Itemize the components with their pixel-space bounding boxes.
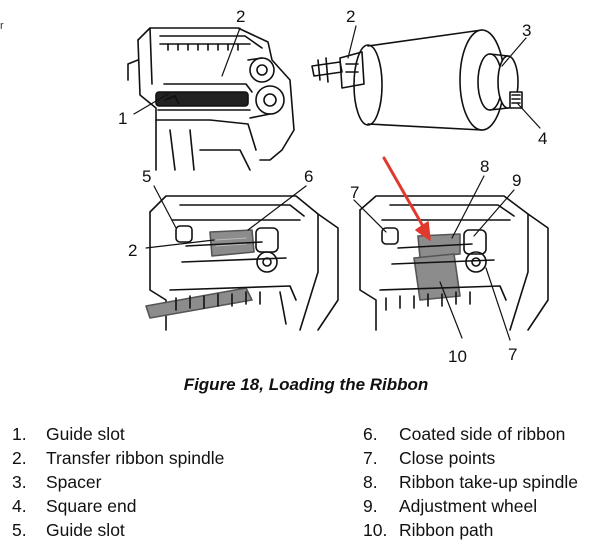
legend-text: Adjustment wheel (399, 496, 538, 516)
callout-7-right: 7 (508, 345, 517, 364)
callout-5: 5 (142, 167, 151, 186)
legend-item-8: 8. Ribbon take-up spindle (363, 471, 578, 493)
legend-number: 10. (363, 520, 388, 540)
printer-ribbon-path-illustration-bottom-right (359, 195, 549, 331)
legend-number: 5. (12, 520, 27, 540)
legend-item-5: 5. Guide slot (12, 519, 125, 541)
legend-number: 2. (12, 448, 27, 468)
ribbon-spindle-illustration-top-right (311, 29, 523, 131)
callout-leader-lines (133, 25, 541, 341)
legend-text: Coated side of ribbon (399, 424, 566, 444)
callout-2-top-right: 2 (346, 7, 355, 26)
callout-2-top-left: 2 (236, 7, 245, 26)
legend-item-9: 9. Adjustment wheel (363, 495, 537, 517)
callout-3: 3 (522, 21, 531, 40)
legend-text: Ribbon take-up spindle (399, 472, 579, 492)
legend-number: 3. (12, 472, 27, 492)
stray-mark: r (0, 20, 4, 32)
legend-number: 6. (363, 424, 378, 444)
legend-text: Ribbon path (399, 520, 494, 540)
legend-text: Transfer ribbon spindle (46, 448, 225, 468)
ribbon-loading-figure: 2 1 2 3 4 5 6 2 7 8 9 10 7 (118, 7, 549, 366)
legend-number: 7. (363, 448, 378, 468)
legend-item-1: 1. Guide slot (12, 423, 125, 445)
callout-9: 9 (512, 171, 521, 190)
printer-ribbon-loaded-illustration-bottom-left (145, 195, 339, 331)
legend-number: 1. (12, 424, 27, 444)
figure-caption: Figure 18, Loading the Ribbon (183, 375, 429, 394)
legend-text: Close points (399, 448, 496, 468)
callout-10: 10 (448, 347, 467, 366)
legend-item-3: 3. Spacer (12, 471, 101, 493)
legend-number: 9. (363, 496, 378, 516)
callout-7-left: 7 (350, 183, 359, 202)
callout-2-bottom-left: 2 (128, 241, 137, 260)
callout-1: 1 (118, 109, 127, 128)
legend-item-4: 4. Square end (12, 495, 137, 517)
legend-text: Square end (46, 496, 137, 516)
legend-text: Spacer (46, 472, 102, 492)
legend-item-2: 2. Transfer ribbon spindle (12, 447, 224, 469)
legend-item-10: 10. Ribbon path (363, 519, 493, 541)
printer-mechanism-illustration-top-left (127, 27, 295, 171)
legend-number: 8. (363, 472, 378, 492)
callout-4: 4 (538, 129, 547, 148)
legend-text: Guide slot (46, 424, 125, 444)
callout-6: 6 (304, 167, 313, 186)
legend-number: 4. (12, 496, 27, 516)
callout-8: 8 (480, 157, 489, 176)
legend-item-6: 6. Coated side of ribbon (363, 423, 565, 445)
legend-item-7: 7. Close points (363, 447, 495, 469)
legend-text: Guide slot (46, 520, 125, 540)
red-arrow (382, 156, 431, 241)
